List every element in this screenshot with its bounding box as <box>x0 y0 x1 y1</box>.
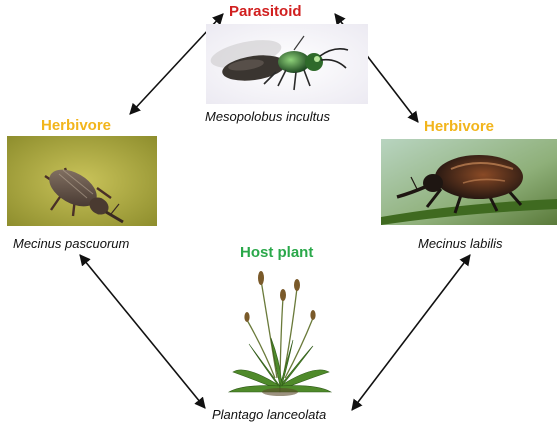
herbivore-left-species-label: Mecinus pascuorum <box>13 236 129 251</box>
parasitoid-photo <box>206 24 368 104</box>
host-plant-species-label: Plantago lanceolata <box>212 407 326 422</box>
host-plant-photo <box>225 268 335 400</box>
parasitoid-role-label: Parasitoid <box>229 3 302 20</box>
herbivore-left-role-label: Herbivore <box>41 117 111 134</box>
herbivore-right-photo <box>381 139 557 225</box>
arrow-herbivore-left-host-plant <box>80 255 205 408</box>
arrow-herbivore-right-host-plant <box>352 255 470 410</box>
herbivore-left-photo <box>7 136 157 226</box>
herbivore-right-species-label: Mecinus labilis <box>418 236 503 251</box>
host-plant-role-label: Host plant <box>240 244 313 261</box>
parasitoid-species-label: Mesopolobus incultus <box>205 109 330 124</box>
herbivore-right-role-label: Herbivore <box>424 118 494 135</box>
weevil-icon <box>435 155 523 199</box>
